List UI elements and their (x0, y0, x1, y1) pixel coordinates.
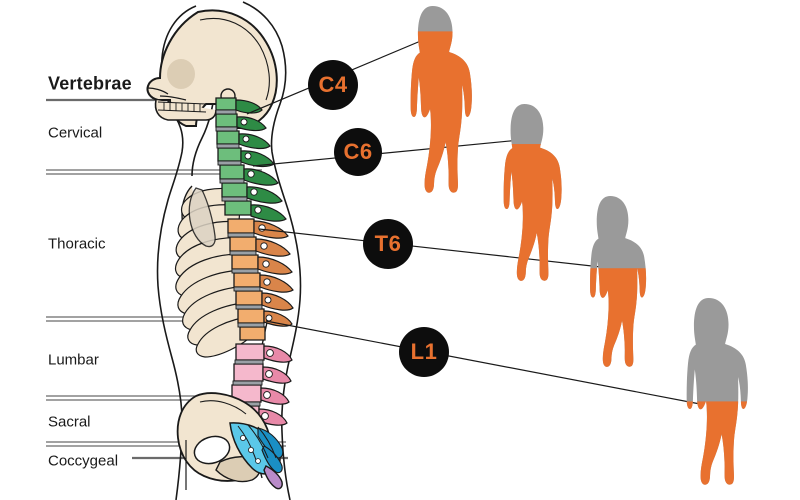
figure-t6 (590, 196, 647, 367)
figure-c6 (503, 104, 562, 281)
figure-c4-affected-region (410, 31, 472, 193)
injury-level-markers (308, 60, 449, 377)
figure-c6-affected-region (503, 144, 562, 281)
coccygeal-vertebrae (263, 465, 283, 490)
figure-l1-unaffected-region (686, 298, 748, 485)
region-label-coccygeal: Coccygeal (48, 452, 119, 470)
lumbar-vertebrae (229, 343, 293, 426)
connector-C6 (252, 139, 521, 167)
region-label-lumbar: Lumbar (48, 351, 99, 369)
figure-l1 (686, 298, 748, 485)
region-label-cervical: Cervical (48, 124, 103, 142)
figure-c4 (410, 6, 472, 193)
figure-t6-affected-region (590, 268, 647, 367)
level-connector-lines (246, 39, 701, 405)
marker-circle-C4[interactable] (308, 60, 358, 110)
thoracic-vertebrae (227, 218, 294, 341)
marker-circle-T6[interactable] (363, 219, 413, 269)
sacral-vertebrae (229, 422, 284, 475)
connector-L1 (265, 320, 701, 405)
patient-figures (410, 6, 748, 485)
marker-circle-C6[interactable] (334, 128, 382, 176)
connector-T6 (258, 228, 611, 269)
skull (146, 9, 278, 129)
page-title: Vertebrae (48, 73, 132, 94)
cervical-vertebrae (215, 97, 287, 222)
region-label-sacral: Sacral (48, 413, 91, 431)
region-label-thoracic: Thoracic (48, 235, 106, 253)
marker-circle-L1[interactable] (399, 327, 449, 377)
figure-l1-affected-region (686, 401, 748, 485)
